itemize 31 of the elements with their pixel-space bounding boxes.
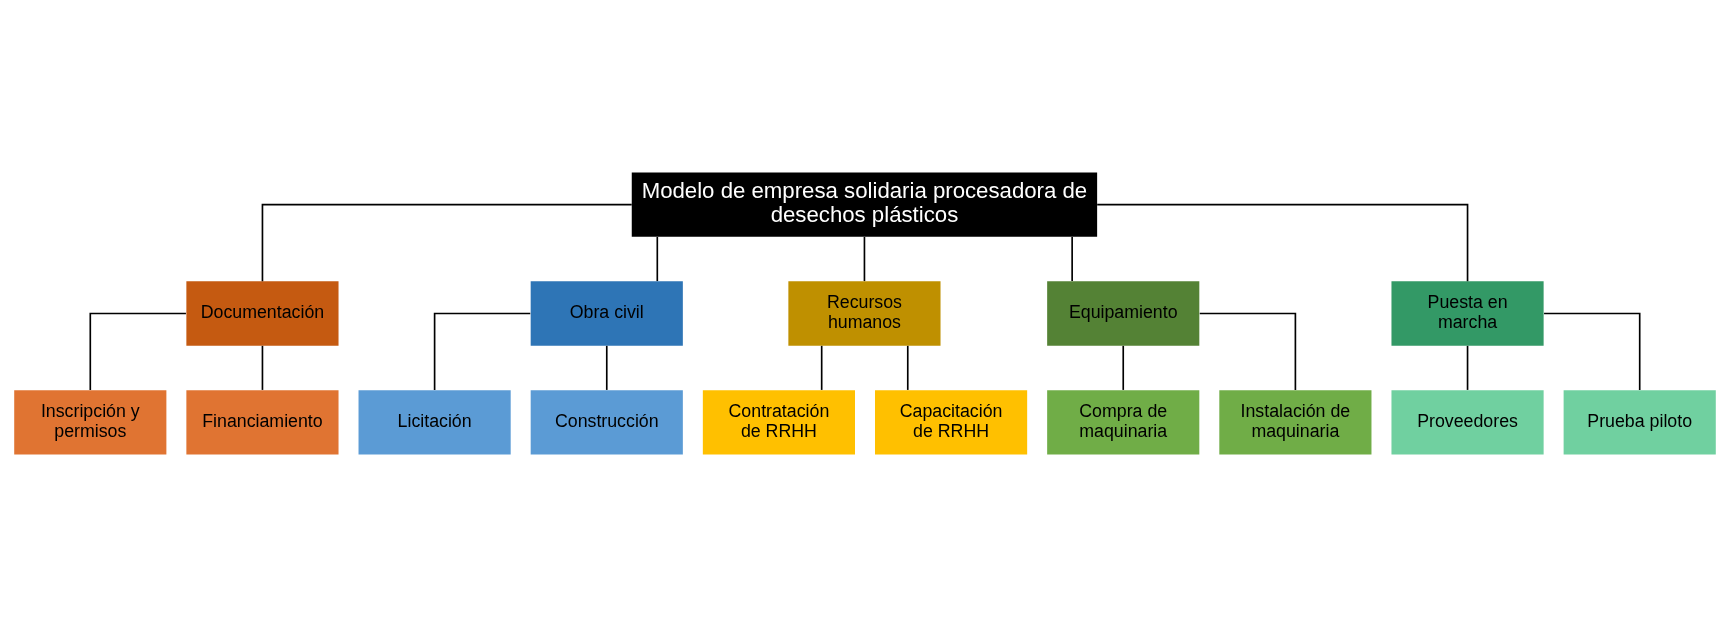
node-box: Inscripción y permisos [14,389,167,455]
node-box: Equipamiento [1047,280,1200,346]
connector [1466,344,1469,391]
node-box: Puesta en marcha [1391,280,1544,346]
connector [906,344,909,391]
node-box: Modelo de empresa solidaria procesadora de desechos plásticos [631,171,1098,237]
node-box: Contratación de RRHH [702,389,855,455]
node-box: Compra de maquinaria [1047,389,1200,455]
connector [261,203,633,282]
connector [820,344,823,391]
connector [433,312,532,391]
connector [863,235,866,282]
connector [1071,235,1073,282]
node-box: Documentación [186,280,339,346]
node-box: Recursos humanos [788,280,941,346]
connector [89,312,187,391]
node-box: Capacitación de RRHH [875,389,1028,455]
node-box: Financiamiento [186,389,339,455]
node-box: Prueba piloto [1563,389,1716,455]
node-box: Licitación [358,389,511,455]
connector [1543,312,1641,391]
connector [1198,312,1297,391]
connector [1122,344,1125,391]
connector [605,344,608,391]
node-box: Obra civil [530,280,683,346]
connector [1096,203,1469,282]
node-box: Instalación de maquinaria [1219,389,1372,455]
node-box: Proveedores [1391,389,1544,455]
connector [261,344,264,391]
connector [656,235,659,282]
node-box: Construcción [530,389,683,455]
